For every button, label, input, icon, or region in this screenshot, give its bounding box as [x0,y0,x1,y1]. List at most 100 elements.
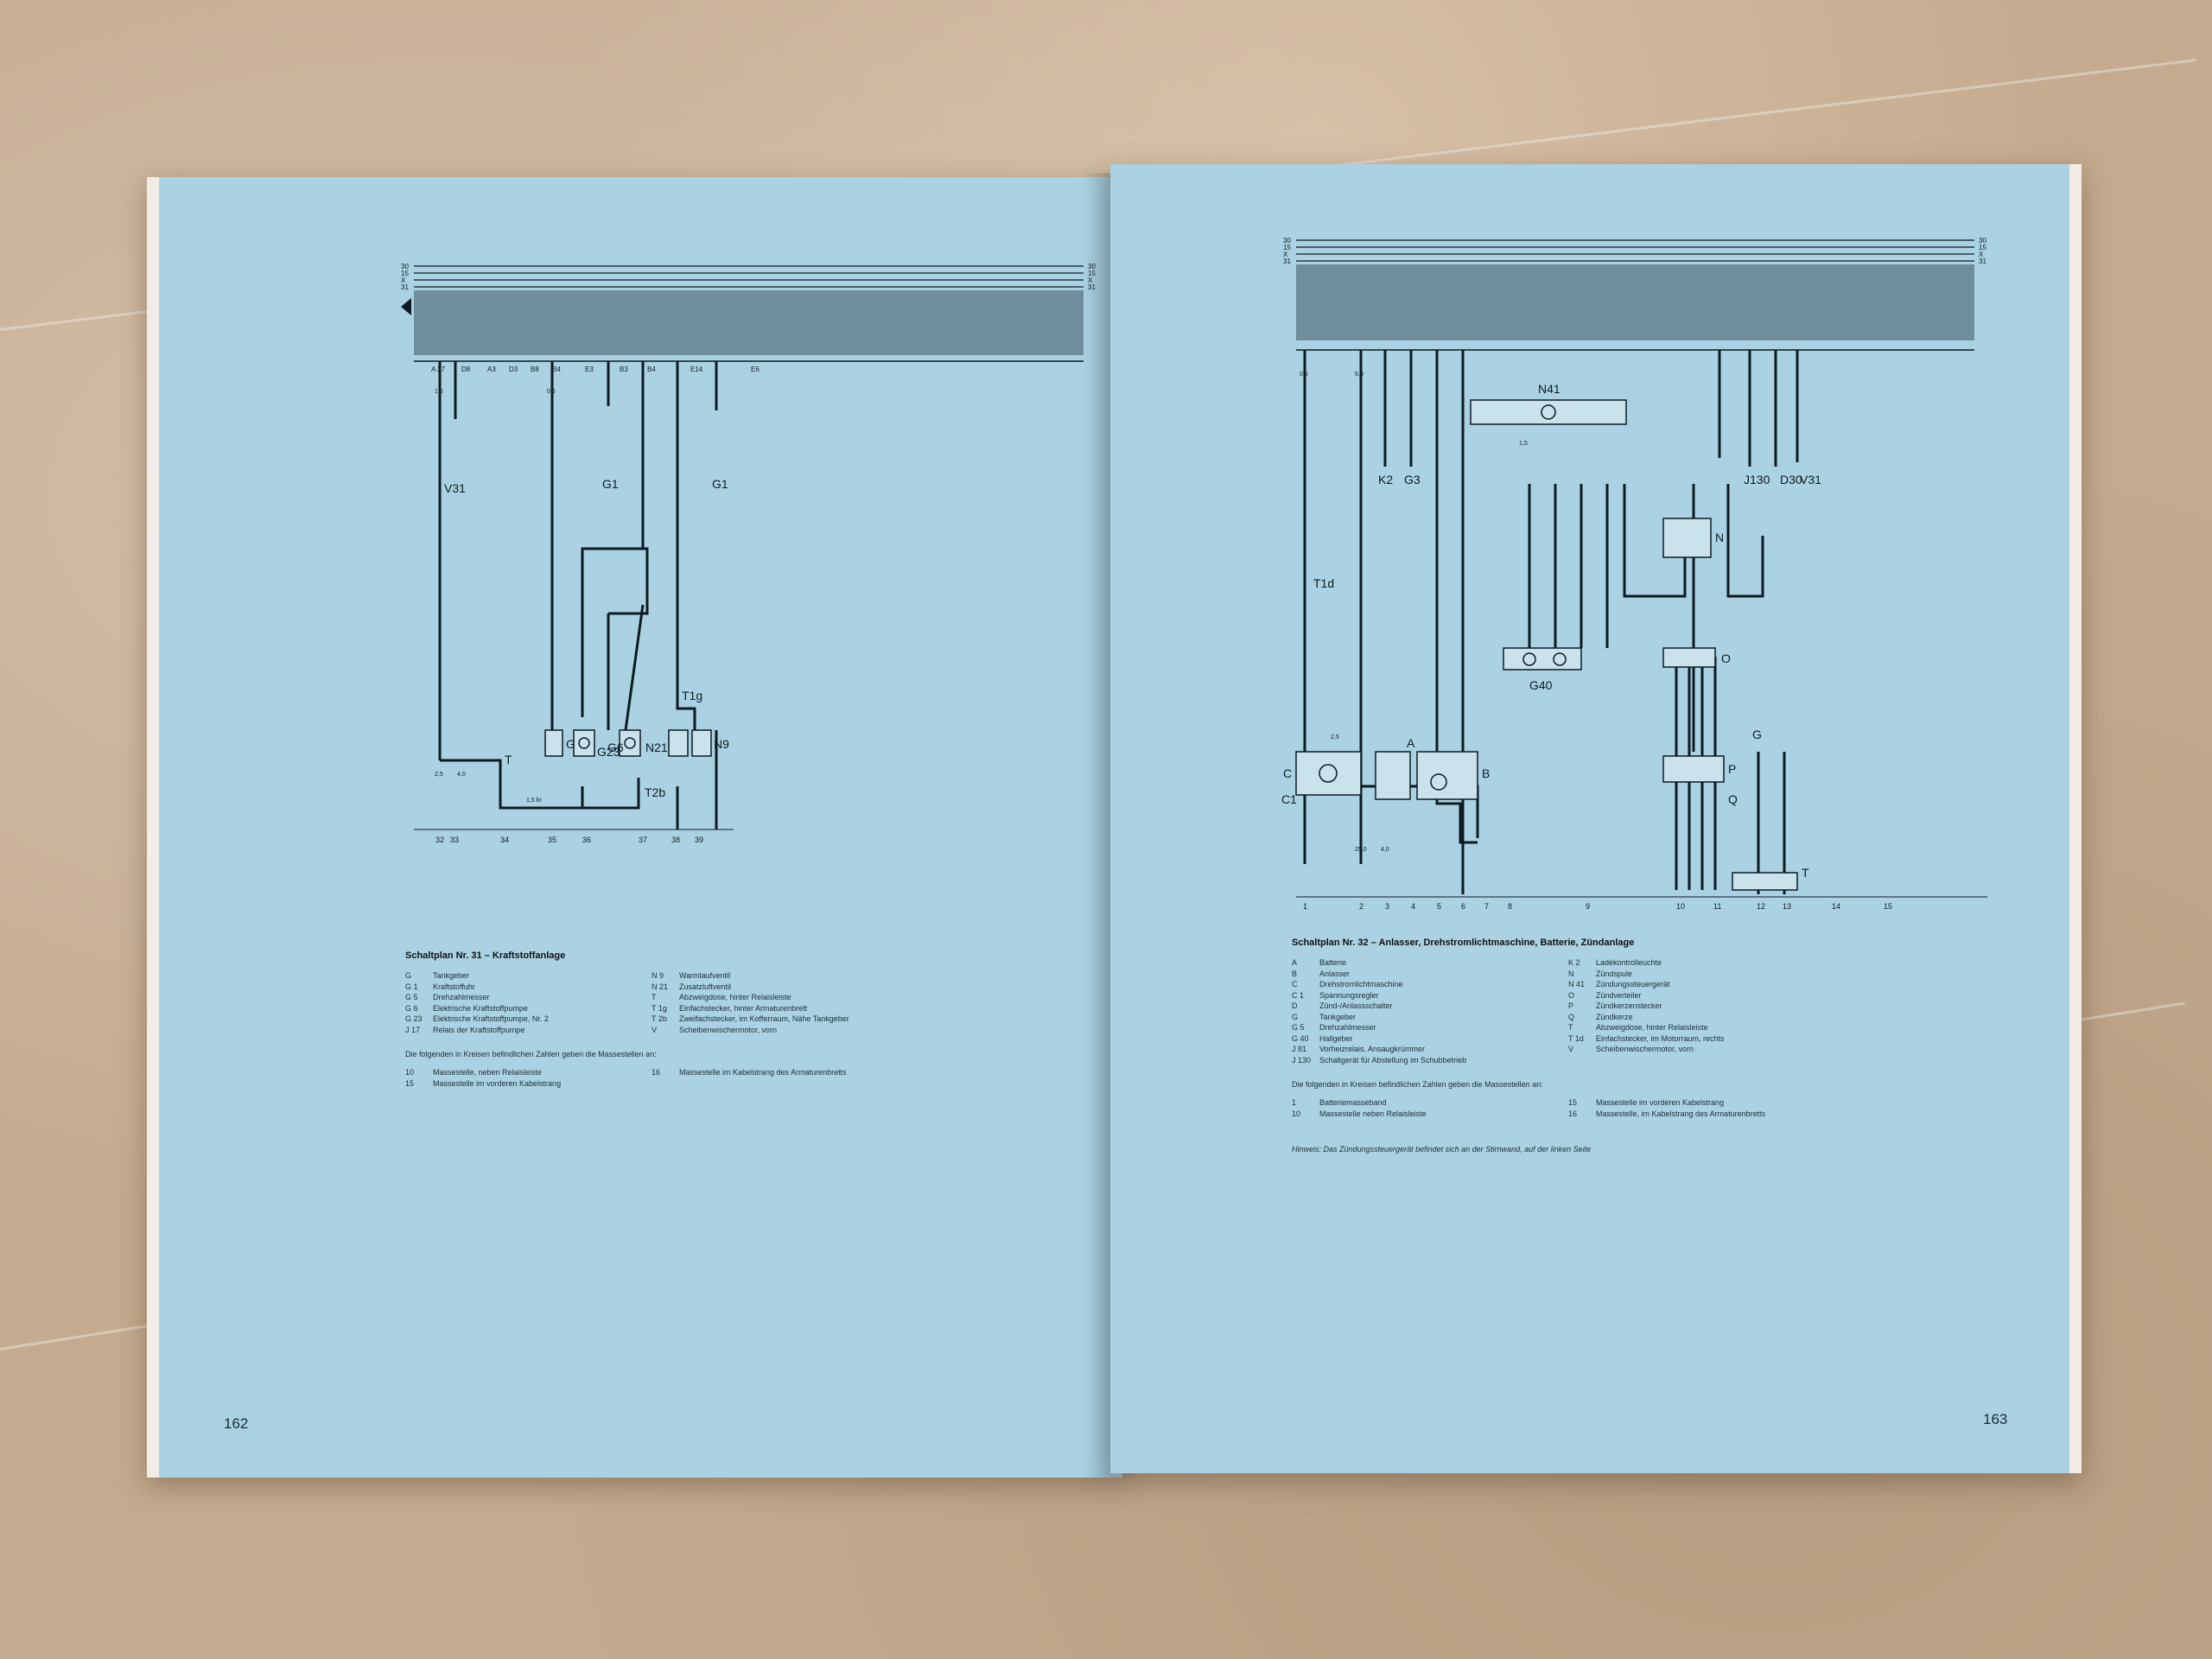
component-label: J130 [1744,473,1770,486]
legend-text: Zündverteiler [1596,990,1642,1000]
legend-text: Spannungsregler [1319,990,1379,1000]
legend-code: 15 [1568,1098,1578,1107]
wire-size: 25,0 [1355,847,1367,853]
wire-size: 1,5 br [526,798,543,804]
legend-text: Vorheizrelais, Ansaugkrümmer [1319,1045,1426,1053]
component-label: T [1802,866,1809,880]
legend-code: P [1568,1001,1574,1010]
circuit-number: 14 [1832,902,1840,911]
circuit-number: 4 [1411,902,1415,911]
component-label: G [1752,728,1762,741]
legend-text: Zündspule [1596,969,1633,978]
wire-size: 6,0 [1355,372,1363,378]
component-label: N9 [714,737,729,751]
circuit-number: 1 [1303,902,1307,911]
wire-size: 1,5 [435,389,443,395]
legend-text: Elektrische Kraftstoffpumpe, Nr. 2 [433,1014,549,1023]
legend-text: Batteriemasseband [1319,1098,1387,1107]
component-label: C [1283,766,1292,780]
component-label: G1 [712,477,728,491]
legend-text: Drehzahlmesser [433,993,490,1001]
legend-text: Schaltgerät für Abstellung im Schubbetri… [1319,1055,1467,1065]
wire-size: 4,0 [457,772,466,778]
circuit-number: 32 [435,836,444,844]
legend-code: G [1292,1012,1299,1021]
component-label: Q [1728,792,1738,806]
component-label: N21 [645,741,668,754]
rail-label: 15 [1979,244,1986,251]
tank-sender-icon [544,729,563,757]
component-label: T1g [682,689,702,702]
starter-icon [1416,751,1478,800]
component-label: G40 [1529,678,1553,692]
battery-icon [1375,751,1411,800]
legend-code: G 5 [1292,1023,1305,1032]
legend-text: Massestelle, neben Relaisleiste [433,1068,543,1077]
legend-row: 10 Massestelle neben Relaisleiste [1292,1109,1427,1120]
relay-plate-right [1296,264,1974,340]
legend-code: 10 [1292,1109,1301,1118]
legend-code: N [1568,969,1574,978]
legend-code: 16 [652,1068,661,1077]
rail-label: 30 [1283,237,1291,245]
legend-code: K 2 [1568,958,1580,967]
rail-label: 31 [1088,283,1096,291]
aux-air-valve-icon [668,729,689,757]
circuit-number: 39 [695,836,703,844]
legend-text: Scheibenwischermotor, vorn [1596,1045,1694,1053]
component-label: G1 [602,477,619,491]
rail-label: X [1979,251,1984,258]
legend-code: 10 [405,1068,415,1077]
legend-text: Kraftstoffuhr [433,982,475,991]
legend-text: Massestelle im Kabelstrang des Armaturen… [679,1068,847,1077]
component-label: D30 [1780,473,1802,486]
component-label: A [1407,736,1415,750]
legend-text: Scheibenwischermotor, vorn [679,1025,778,1034]
legend-code: T 1d [1568,1033,1584,1043]
diagram-caption: Schaltplan Nr. 32 – Anlasser, Drehstroml… [1292,938,1635,948]
circuit-number: 3 [1385,902,1389,911]
rail-label: 30 [1979,237,1986,245]
legend-code: G 5 [405,993,418,1001]
legend-code: C [1292,980,1298,988]
legend-text: Massestelle neben Relaisleiste [1319,1109,1427,1118]
legend-code: T [1568,1023,1573,1032]
wire-sizes-right: 0,5 6,0 2,5 25,0 4,0 1,5 [1300,372,1528,853]
component-label: B [1482,766,1490,780]
circuit-numbers-right: 1 2 3 4 5 6 7 8 9 10 11 12 13 14 15 [1303,902,1892,911]
legend-code: V [652,1025,658,1034]
warmup-valve-icon [691,729,712,757]
legend-code: T [652,993,657,1001]
component-label: G23 [597,745,620,759]
legend-text: Massestelle, im Kabelstrang des Armature… [1596,1109,1766,1118]
components-left [544,729,712,757]
legend-row: 10 Massestelle, neben Relaisleiste [405,1067,561,1078]
relay-label: B8 [531,365,539,373]
page-number: 162 [224,1415,249,1432]
relay-label: A 27 [431,365,446,373]
legend-code: D [1292,1001,1298,1010]
legend-text: Zündungssteuergerät [1596,980,1670,988]
legend-text: Zündkerze [1596,1012,1633,1021]
legend-text: Elektrische Kraftstoffpumpe [433,1003,528,1013]
legend-text: Batterie [1319,958,1347,967]
page-number: 163 [1983,1411,2008,1427]
diagram-caption: Schaltplan Nr. 31 – Kraftstoffanlage [405,950,566,961]
circuit-number: 13 [1783,902,1791,911]
wiring-diagram-right: 30 15 X 31 30 15 X 31 [1281,237,1987,911]
circuit-number: 9 [1586,902,1590,911]
legend-code: Q [1568,1012,1575,1021]
